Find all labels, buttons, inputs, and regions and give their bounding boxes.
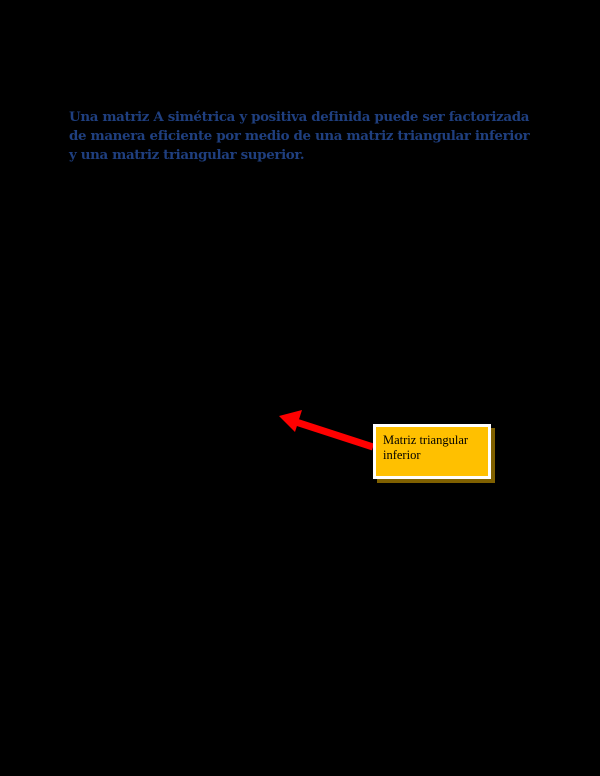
callout-box: Matriz triangular inferior bbox=[373, 424, 491, 479]
callout-label: Matriz triangular inferior bbox=[383, 433, 469, 462]
intro-paragraph: Una matriz A simétrica y positiva defini… bbox=[69, 109, 530, 163]
